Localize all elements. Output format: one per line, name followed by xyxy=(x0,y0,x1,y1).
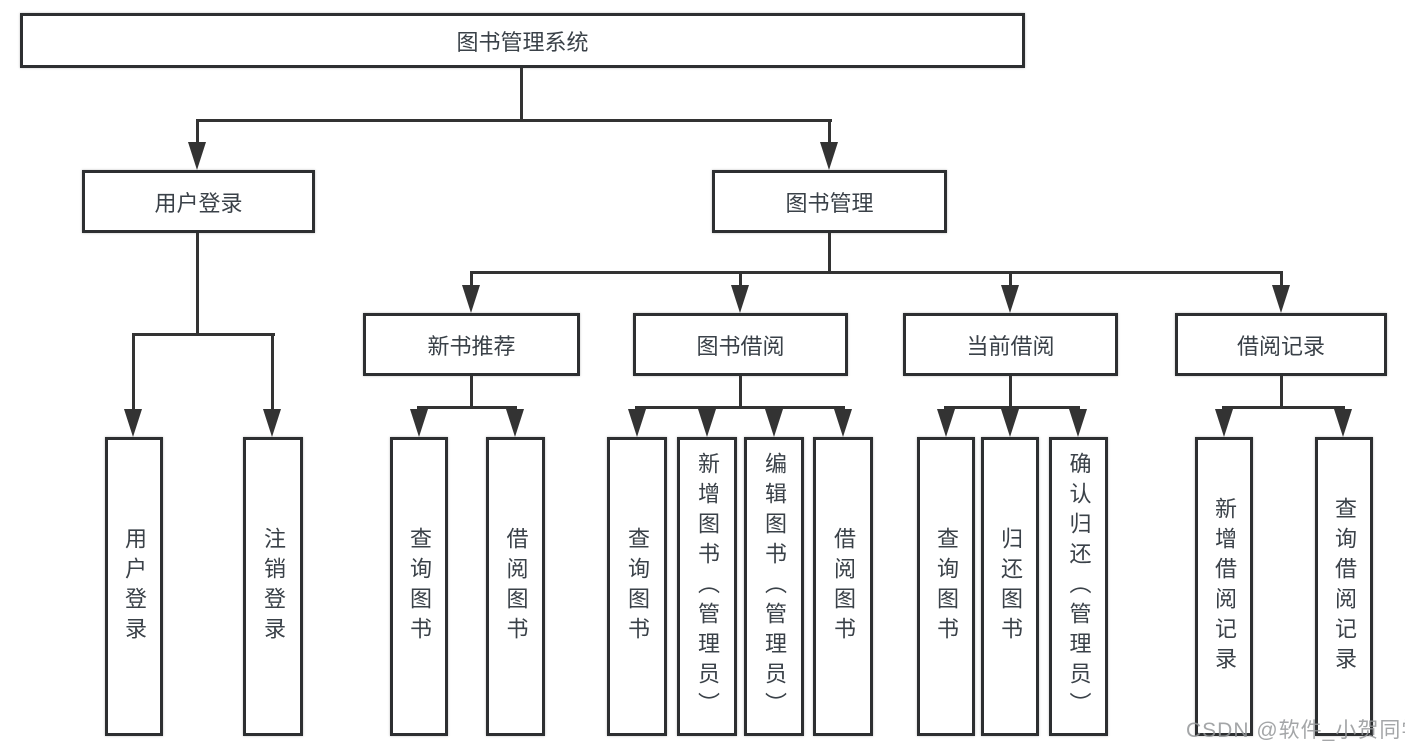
arrowhead-nbr-query xyxy=(410,409,428,437)
node-book-borrowing: 图书借阅 xyxy=(633,313,848,376)
leaf-bb-borrow-books: 借阅图书 xyxy=(813,437,873,736)
watermark: CSDN @软件_小贺同学 xyxy=(1186,719,1405,742)
leaf-logout: 注销登录 xyxy=(243,437,303,736)
leaf-nbr-query-books: 查询图书 xyxy=(390,437,448,736)
arrowhead-cb-return xyxy=(1001,409,1019,437)
leaf-br-query-record: 查询借阅记录 xyxy=(1315,437,1373,736)
node-label: 新书推荐 xyxy=(427,333,516,359)
connector-current-borrow-rail xyxy=(944,406,1080,409)
connector-drop-leaf-logout xyxy=(271,333,274,409)
leaf-label: 查询图书 xyxy=(934,526,959,647)
connector-book-borrow-rail xyxy=(635,406,845,409)
arrowhead-book-borrow xyxy=(731,285,749,313)
leaf-label: 确认归还（管理员） xyxy=(1066,451,1092,722)
node-label: 借阅记录 xyxy=(1236,333,1325,359)
connector-drop-current-borrow xyxy=(1009,271,1012,287)
node-label: 用户登录 xyxy=(154,190,243,216)
arrowhead-bb-add xyxy=(698,409,716,437)
node-label: 图书借阅 xyxy=(696,333,785,359)
node-label: 图书管理 xyxy=(785,190,874,216)
node-current-borrowing: 当前借阅 xyxy=(903,313,1118,376)
arrowhead-bb-borrow xyxy=(834,409,852,437)
arrowhead-cb-confirm xyxy=(1069,409,1087,437)
arrowhead-bb-edit xyxy=(765,409,783,437)
leaf-br-add-record: 新增借阅记录 xyxy=(1195,437,1253,736)
leaf-cb-return-books: 归还图书 xyxy=(981,437,1039,736)
arrowhead-br-query xyxy=(1334,409,1352,437)
connector-root-stem xyxy=(520,68,523,122)
arrowhead-book-management xyxy=(820,142,838,170)
connector-current-borrow-stem xyxy=(1009,376,1012,409)
leaf-label: 新增借阅记录 xyxy=(1212,496,1237,677)
node-borrowing-records: 借阅记录 xyxy=(1175,313,1387,376)
connector-drop-new-book xyxy=(470,271,473,287)
leaf-cb-confirm-return-admin: 确认归还（管理员） xyxy=(1049,437,1108,736)
connector-new-book-rail xyxy=(417,406,517,409)
leaf-label: 编辑图书（管理员） xyxy=(762,451,787,722)
connector-borrow-records-stem xyxy=(1280,376,1283,409)
node-book-management: 图书管理 xyxy=(712,170,947,233)
connector-user-login-rail xyxy=(132,333,275,336)
leaf-bb-add-books-admin: 新增图书（管理员） xyxy=(677,437,737,736)
leaf-label: 注销登录 xyxy=(261,526,286,647)
connector-user-login-stem xyxy=(196,233,199,335)
leaf-nbr-borrow-books: 借阅图书 xyxy=(486,437,545,736)
arrowhead-user-login xyxy=(188,142,206,170)
leaf-label: 新增图书（管理员） xyxy=(695,451,720,722)
connector-drop-borrow-records xyxy=(1280,271,1283,287)
leaf-bb-query-books: 查询图书 xyxy=(607,437,667,736)
leaf-bb-edit-books-admin: 编辑图书（管理员） xyxy=(744,437,804,736)
node-library-management-system: 图书管理系统 xyxy=(20,13,1025,68)
arrowhead-leaf-logout xyxy=(263,409,281,437)
node-label: 图书管理系统 xyxy=(456,29,589,55)
node-user-login: 用户登录 xyxy=(82,170,315,233)
node-label: 当前借阅 xyxy=(966,333,1055,359)
leaf-label: 借阅图书 xyxy=(503,526,529,647)
connector-drop-user-login xyxy=(196,119,199,144)
leaf-label: 查询借阅记录 xyxy=(1332,496,1357,677)
leaf-label: 查询图书 xyxy=(407,526,432,647)
arrowhead-borrow-records xyxy=(1272,285,1290,313)
arrowhead-cb-query xyxy=(937,409,955,437)
connector-borrow-records-rail xyxy=(1222,406,1345,409)
connector-drop-book-borrow xyxy=(739,271,742,287)
leaf-cb-query-books: 查询图书 xyxy=(917,437,975,736)
arrowhead-leaf-login xyxy=(124,409,142,437)
connector-book-borrow-stem xyxy=(739,376,742,409)
leaf-label: 查询图书 xyxy=(625,526,650,647)
connector-drop-book-management xyxy=(828,119,831,144)
connector-drop-leaf-login xyxy=(132,333,135,409)
leaf-label: 归还图书 xyxy=(998,526,1023,647)
connector-level2-rail xyxy=(470,271,1283,274)
connector-level1-rail xyxy=(196,119,832,122)
leaf-label: 用户登录 xyxy=(122,526,147,647)
node-new-book-recommendation: 新书推荐 xyxy=(363,313,580,376)
leaf-label: 借阅图书 xyxy=(831,526,856,647)
arrowhead-bb-query xyxy=(628,409,646,437)
arrowhead-nbr-borrow xyxy=(506,409,524,437)
arrowhead-new-book xyxy=(462,285,480,313)
arrowhead-current-borrow xyxy=(1001,285,1019,313)
leaf-user-login: 用户登录 xyxy=(105,437,163,736)
connector-new-book-stem xyxy=(470,376,473,409)
connector-book-management-stem xyxy=(828,233,831,271)
arrowhead-br-add xyxy=(1215,409,1233,437)
